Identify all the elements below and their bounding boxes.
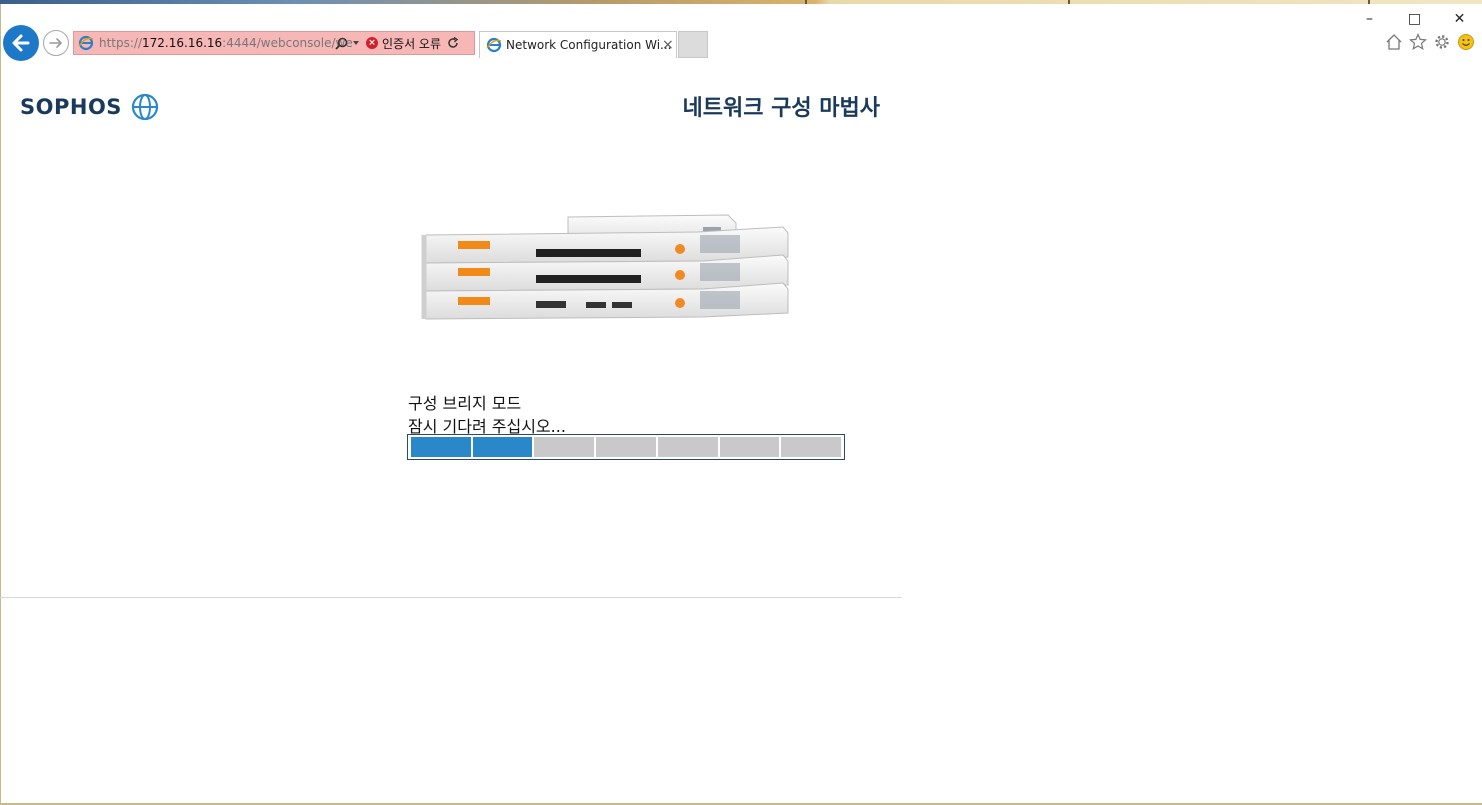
smiley-feedback-icon[interactable] bbox=[1457, 33, 1475, 51]
window-controls: – □ ✕ bbox=[1347, 8, 1482, 30]
window-edge bbox=[805, 0, 807, 4]
address-bar[interactable]: https://172.16.16.16:4444/webconsole/we … bbox=[73, 31, 475, 55]
ie-page-icon bbox=[486, 37, 502, 53]
url-text[interactable]: https://172.16.16.16:4444/webconsole/we bbox=[99, 36, 353, 50]
progress-segment-complete bbox=[411, 437, 471, 457]
progress-segment-pending bbox=[534, 437, 595, 457]
arrow-left-icon bbox=[12, 34, 30, 52]
certificate-error-label: 인증서 오류 bbox=[382, 36, 442, 51]
close-tab-icon[interactable]: × bbox=[662, 37, 674, 53]
maximize-button[interactable]: □ bbox=[1407, 11, 1422, 27]
minimize-button[interactable]: – bbox=[1366, 11, 1373, 27]
favorites-star-icon[interactable] bbox=[1409, 33, 1427, 51]
url-path: :4444/webconsole/we bbox=[222, 36, 353, 50]
status-wait-message: 잠시 기다려 주십시오... bbox=[408, 417, 566, 436]
error-icon: × bbox=[366, 37, 378, 49]
window-frame-left bbox=[0, 4, 1, 805]
certificate-error[interactable]: × 인증서 오류 bbox=[366, 35, 441, 52]
footer-divider bbox=[0, 597, 902, 598]
desktop-background-strip bbox=[0, 0, 1482, 4]
window-edge bbox=[1368, 0, 1370, 4]
tab-network-configuration[interactable]: Network Configuration Wi... × bbox=[479, 31, 677, 58]
url-scheme: https:// bbox=[99, 36, 143, 50]
firewall-appliance-image bbox=[421, 214, 789, 320]
forward-button[interactable] bbox=[43, 30, 69, 56]
close-window-button[interactable]: ✕ bbox=[1453, 11, 1466, 27]
progress-segment-pending bbox=[596, 437, 656, 457]
sophos-logo: SOPHOS bbox=[20, 93, 159, 121]
progress-segment-pending bbox=[719, 437, 780, 457]
url-host: 172.16.16.16 bbox=[142, 36, 223, 50]
progress-segment-complete bbox=[472, 437, 533, 457]
new-tab-button[interactable] bbox=[678, 31, 708, 58]
refresh-icon[interactable] bbox=[447, 36, 459, 49]
globe-logo-icon bbox=[131, 93, 159, 121]
chevron-down-icon[interactable] bbox=[352, 39, 360, 47]
window-frame-bottom bbox=[0, 803, 1482, 805]
arrow-right-icon bbox=[49, 38, 62, 48]
status-title: 구성 브리지 모드 bbox=[408, 394, 522, 413]
ie-page-icon bbox=[78, 35, 94, 51]
settings-gear-icon[interactable] bbox=[1433, 33, 1451, 51]
progress-segment-pending bbox=[657, 437, 718, 457]
back-button[interactable] bbox=[3, 25, 39, 61]
search-icon[interactable] bbox=[335, 37, 348, 50]
tab-title: Network Configuration Wi... bbox=[506, 38, 672, 52]
home-icon[interactable] bbox=[1385, 33, 1403, 51]
progress-bar bbox=[407, 434, 845, 460]
page-title: 네트워크 구성 마법사 bbox=[682, 96, 880, 121]
window-edge bbox=[1068, 0, 1070, 4]
brand-name: SOPHOS bbox=[20, 95, 122, 119]
browser-toolbar bbox=[1385, 33, 1475, 51]
progress-segment-pending bbox=[781, 437, 842, 457]
